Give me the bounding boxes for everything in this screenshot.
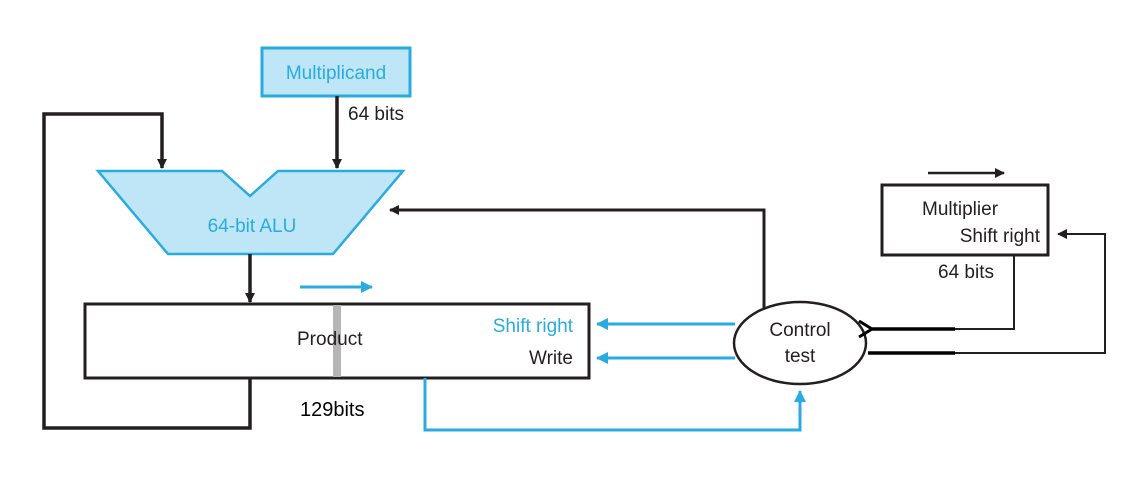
control-to-multiplier-shift-signal [955,229,1106,354]
multiplier-width-label: 64 bits [938,262,994,283]
multiplier-box [880,183,1050,257]
product-to-control-signal [423,378,806,432]
multiplicand-label: Multiplicand [286,63,386,84]
product-width-label: 129bits [300,399,365,421]
product-register: Product Shift right Write [83,302,591,380]
alu-label: 64-bit ALU [208,216,297,237]
multiplier-label: Multiplier [922,199,999,220]
control-label-line1: Control [769,320,830,341]
product-feedback-loop [42,112,252,430]
control-to-alu-arrow [389,205,766,308]
alu: 64-bit ALU [95,169,406,256]
control-label-line2: test [785,346,816,367]
control-test: Control test [732,300,868,386]
multiplier-shift-right-label: Shift right [960,226,1041,247]
alu-shape [95,169,406,256]
multiplier-to-control-line [955,255,1015,330]
multiplicand-width-label: 64 bits [348,104,404,125]
product-shift-right-label: Shift right [493,316,574,337]
control-test-ellipse [732,300,868,386]
multiplier-register: Multiplier Shift right [880,183,1050,257]
product-divider [333,305,341,377]
product-write-label: Write [529,348,573,369]
product-label: Product [297,329,363,350]
multiplicand-register: Multiplicand [260,46,412,98]
